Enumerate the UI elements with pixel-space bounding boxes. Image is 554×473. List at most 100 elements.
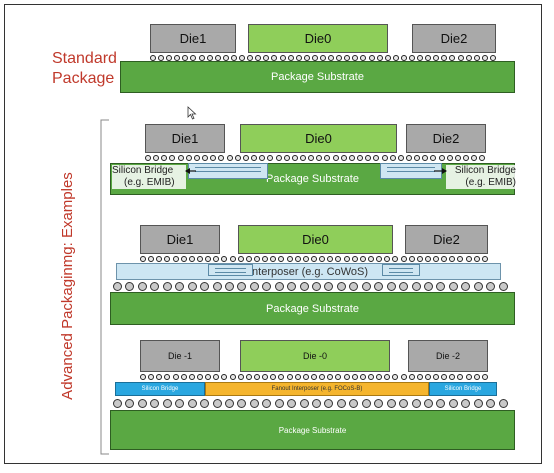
microbump (319, 374, 326, 380)
row4-die1: Die -1 (140, 340, 220, 372)
microbump (213, 256, 220, 262)
microbump (172, 256, 179, 262)
microbump (376, 374, 383, 380)
solder-ball (187, 398, 197, 408)
solder-ball (150, 398, 160, 408)
microbump (174, 55, 181, 61)
microbump (156, 256, 163, 262)
microbump (449, 374, 456, 380)
microbump (303, 55, 310, 61)
microbump (148, 374, 155, 380)
standard-package-label: Standard Package (52, 49, 122, 89)
microbump (213, 374, 220, 380)
microbump (263, 55, 270, 61)
row3-substrate: Package Substrate (110, 292, 515, 325)
solder-ball (262, 398, 272, 408)
microbump (438, 155, 445, 161)
microbump (422, 155, 429, 161)
microbump (392, 374, 399, 380)
microbump (481, 55, 488, 61)
solder-ball (175, 398, 185, 408)
microbump (267, 155, 274, 161)
microbump (324, 155, 331, 161)
solder-ball (423, 398, 433, 408)
microbump (368, 55, 375, 61)
microbump (327, 374, 334, 380)
solder-ball (386, 281, 396, 291)
solder-ball (473, 398, 483, 408)
microbump (392, 256, 399, 262)
microbump (245, 256, 252, 262)
row4-c4-bumps (113, 398, 508, 408)
solder-ball (162, 398, 172, 408)
microbump (424, 374, 431, 380)
solder-ball (299, 398, 309, 408)
microbump (222, 55, 229, 61)
microbump (148, 256, 155, 262)
row2-bridge-left (188, 163, 268, 179)
microbump (328, 55, 335, 61)
microbump (449, 55, 456, 61)
microbump (271, 55, 278, 61)
microbump (489, 55, 496, 61)
microbump (441, 256, 448, 262)
microbump (463, 155, 470, 161)
microbump (185, 155, 192, 161)
microbump (367, 256, 374, 262)
microbump (310, 256, 317, 262)
solder-ball (249, 281, 259, 291)
solder-ball (436, 281, 446, 291)
row3-die1: Die1 (140, 225, 220, 254)
microbump (279, 55, 286, 61)
solder-ball (498, 281, 508, 291)
microbump (278, 374, 285, 380)
solder-ball (486, 281, 496, 291)
microbump (202, 155, 209, 161)
solder-ball (324, 398, 334, 408)
solder-ball (312, 398, 321, 408)
microbump (221, 374, 228, 380)
microbump (283, 155, 290, 161)
microbump (352, 55, 359, 61)
microbump (287, 55, 294, 61)
microbump (408, 256, 415, 262)
microbump (302, 374, 309, 380)
microbump (430, 155, 437, 161)
microbump (286, 256, 293, 262)
solder-ball (175, 281, 185, 291)
microbump (210, 155, 217, 161)
bridge-left-label-line1: Silicon Bridge (112, 165, 174, 176)
microbump (348, 155, 355, 161)
microbump (408, 374, 415, 380)
solder-ball (274, 398, 284, 408)
microbump (221, 256, 228, 262)
row4-substrate: Package Substrate (110, 410, 515, 450)
row3-bridge-right (382, 264, 420, 276)
bridge-right-label-line1: Silicon Bridge (454, 165, 516, 176)
microbump (376, 55, 383, 61)
microbump (416, 256, 423, 262)
row2-bridge-right-label: Silicon Bridge (e.g. EMIB) (446, 165, 516, 189)
microbump (145, 155, 151, 161)
solder-ball (262, 281, 272, 291)
solder-ball (237, 281, 247, 291)
microbump (400, 55, 407, 61)
microbump (262, 374, 269, 380)
microbump (344, 55, 351, 61)
solder-ball (349, 398, 359, 408)
microbump (332, 155, 339, 161)
microbump (180, 374, 187, 380)
microbump (262, 256, 269, 262)
microbump (465, 374, 472, 380)
microbump (424, 256, 431, 262)
solder-ball (374, 281, 384, 291)
microbump (359, 374, 366, 380)
microbump (253, 256, 260, 262)
microbump (294, 256, 301, 262)
standard-label-line2: Package (52, 70, 115, 87)
microbump (457, 256, 464, 262)
solder-ball (137, 281, 147, 291)
microbump (433, 256, 440, 262)
microbump (392, 55, 399, 61)
microbump (150, 55, 156, 61)
